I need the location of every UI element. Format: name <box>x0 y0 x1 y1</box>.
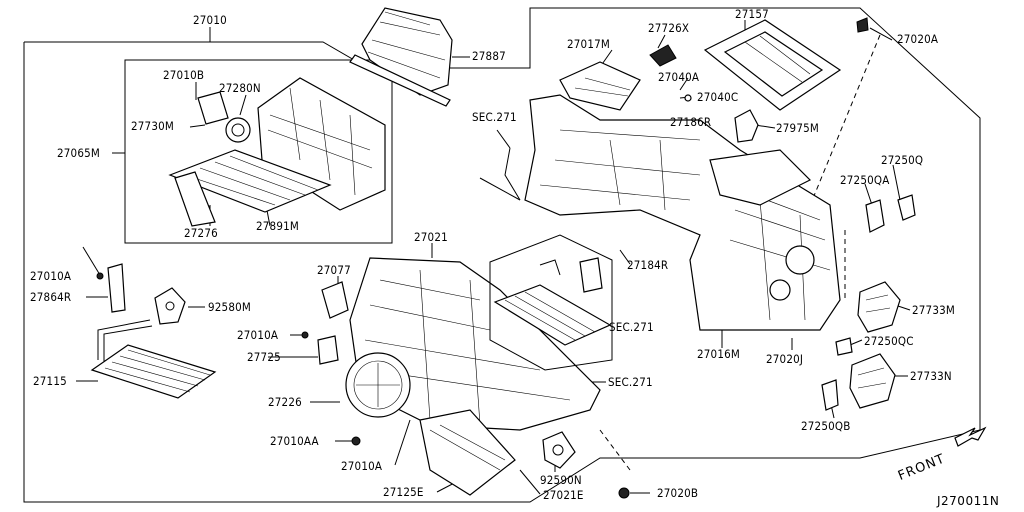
part-label-27733N: 27733N <box>910 369 952 383</box>
part-label-92580M: 92580M <box>208 300 252 314</box>
case-27017M <box>559 61 641 111</box>
part-label-sec271-evap: SEC.271 <box>609 320 654 334</box>
part-label-sec271-lower: SEC.271 <box>608 375 653 389</box>
part-label-27040A: 27040A <box>658 70 700 84</box>
part-label-27010: 27010 <box>193 13 227 27</box>
motor-92590N <box>542 431 576 469</box>
part-label-27020A: 27020A <box>897 32 939 46</box>
part-label-27726X: 27726X <box>648 21 690 35</box>
top-small-parts <box>649 17 869 143</box>
front-arrow-icon <box>954 426 987 447</box>
part-label-27250QB: 27250QB <box>801 419 851 433</box>
part-label-27017M: 27017M <box>567 37 611 51</box>
part-label-27250QC: 27250QC <box>864 334 914 348</box>
blower-unit-box <box>124 59 393 244</box>
intake-case-27021 <box>317 257 601 431</box>
heater-case-27016M <box>524 94 841 331</box>
part-label-27125E: 27125E <box>383 485 424 499</box>
part-label-27864R: 27864R <box>30 290 72 304</box>
duct-27887 <box>349 7 453 107</box>
seal-92580M <box>154 287 186 325</box>
part-label-27975M: 27975M <box>776 121 820 135</box>
bottom-duct-27125E <box>419 409 516 496</box>
part-label-27010A-left: 27010A <box>30 269 72 283</box>
part-label-27010A-low: 27010A <box>341 459 383 473</box>
pipe-sec271 <box>479 147 521 201</box>
links-27250 <box>821 194 916 411</box>
part-label-92590N: 92590N <box>540 473 582 487</box>
part-label-27226: 27226 <box>268 395 302 409</box>
actuator-27733N <box>849 353 896 409</box>
part-label-27010A-mid: 27010A <box>237 328 279 342</box>
frame-27157 <box>703 19 842 111</box>
part-label-27115: 27115 <box>33 374 67 388</box>
evaporator-inset <box>489 234 613 371</box>
part-label-27733M: 27733M <box>912 303 956 317</box>
part-label-27887: 27887 <box>472 49 506 63</box>
part-label-27725: 27725 <box>247 350 281 364</box>
part-label-27010B: 27010B <box>163 68 205 82</box>
actuator-27733M <box>857 281 901 333</box>
part-label-27016M: 27016M <box>697 347 741 361</box>
part-label-27065M: 27065M <box>57 146 101 160</box>
diagram-id: J270011N <box>937 494 1000 508</box>
part-label-27021E: 27021E <box>543 488 584 502</box>
part-label-27010AA: 27010AA <box>270 434 319 448</box>
part-label-27250Q: 27250Q <box>881 153 924 167</box>
part-label-sec271-pipe: SEC.271 <box>472 110 517 124</box>
part-label-27020J: 27020J <box>766 352 804 366</box>
part-label-27730M: 27730M <box>131 119 175 133</box>
part-label-27276: 27276 <box>184 226 218 240</box>
part-label-27020B: 27020B <box>657 486 699 500</box>
part-label-27184R: 27184R <box>627 258 669 272</box>
part-label-27186R: 27186R <box>670 115 712 129</box>
heater-core-27115 <box>90 263 217 399</box>
part-label-27157: 27157 <box>735 7 769 21</box>
small-bolts <box>96 272 630 499</box>
part-label-27040C: 27040C <box>697 90 739 104</box>
part-label-27250QA: 27250QA <box>840 173 890 187</box>
part-label-27891M: 27891M <box>256 219 300 233</box>
part-label-27280N: 27280N <box>219 81 261 95</box>
part-label-27077: 27077 <box>317 263 351 277</box>
blower-assembly-27065M <box>168 77 386 227</box>
part-label-27021: 27021 <box>414 230 448 244</box>
